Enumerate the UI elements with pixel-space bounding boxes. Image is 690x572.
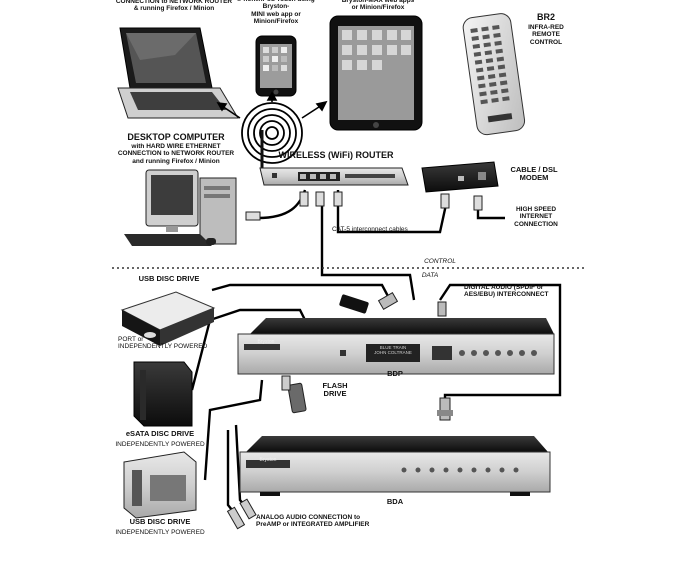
wifi-waves-icon bbox=[241, 102, 303, 164]
internet-label: HIGH SPEED INTERNET CONNECTION bbox=[514, 206, 558, 228]
cable-usb-bdp bbox=[211, 283, 392, 301]
bda-dac-image bbox=[239, 436, 551, 496]
ipad-image bbox=[329, 15, 423, 131]
iphone-image bbox=[255, 35, 297, 97]
coax-connector-image bbox=[437, 301, 453, 421]
usb-disc-drive-image bbox=[120, 291, 216, 346]
laptop-image bbox=[117, 27, 239, 119]
iphone-label: iPhone/iPod Touch using Bryston- MINI we… bbox=[237, 0, 315, 25]
port-note: PORT or INDEPENDENTLY POWERED bbox=[118, 336, 208, 351]
usb-drive-top-title: USB DISC DRIVE bbox=[138, 274, 200, 283]
bdp-label: BDP bbox=[387, 369, 403, 378]
bda-brand: Bryston bbox=[259, 457, 277, 463]
router-label: WIRELESS (WiFi) ROUTER bbox=[278, 150, 394, 160]
esata-subtitle: INDEPENDENTLY POWERED bbox=[115, 441, 205, 448]
usb-connector-image bbox=[339, 291, 399, 314]
data-label: DATA bbox=[421, 272, 439, 279]
desktop-subtitle: with HARD WIRE ETHERNET CONNECTION to NE… bbox=[117, 143, 235, 165]
cat5-label: CAT-5 interconnect cables bbox=[332, 226, 408, 233]
cable-desktop-router bbox=[257, 189, 307, 220]
bdp-display-text: BLUE TRAIN JOHN COLTRANE bbox=[374, 345, 412, 356]
ethernet-plugs bbox=[245, 191, 483, 221]
analog-audio-label: ANALOG AUDIO CONNECTION to PreAMP or INT… bbox=[256, 514, 370, 529]
bdp-brand: Bryston bbox=[257, 339, 275, 345]
desktop-title: DESKTOP COMPUTER bbox=[127, 132, 225, 142]
wifi-router-image bbox=[259, 130, 409, 186]
flash-drive-image bbox=[281, 375, 307, 414]
wifi-arrows bbox=[216, 91, 328, 119]
cable-router-bdp bbox=[320, 192, 416, 301]
digital-audio-label: DIGITAL AUDIO (SPDIF or AES/EBU) INTERCO… bbox=[464, 284, 549, 299]
ipad-label: Bryston-MAX web apps or Minion/Firefox bbox=[341, 0, 415, 12]
br2-subtitle: INFRA-RED REMOTE CONTROL bbox=[528, 24, 564, 46]
br2-title: BR2 bbox=[536, 12, 555, 22]
cable-router-modem bbox=[336, 190, 449, 234]
esata-disc-drive-image bbox=[133, 361, 193, 427]
control-label: CONTROL bbox=[424, 258, 456, 265]
bdp-player-image bbox=[237, 318, 555, 375]
bda-label: BDA bbox=[386, 497, 404, 506]
flash-drive-label: FLASH DRIVE bbox=[322, 381, 348, 399]
cable-esata-bdp bbox=[190, 308, 307, 391]
rca-plugs-image bbox=[226, 498, 257, 530]
remote-control-image bbox=[462, 13, 526, 136]
desktop-computer-image bbox=[124, 169, 237, 246]
cable-usb2-bdp bbox=[203, 379, 264, 481]
usb-drive-bottom-subtitle: INDEPENDENTLY POWERED bbox=[115, 529, 205, 536]
usb-disc-drive-2-image bbox=[123, 451, 197, 519]
usb-drive-bottom-title: USB DISC DRIVE bbox=[129, 517, 191, 526]
modem-label: CABLE / DSL MODEM bbox=[510, 165, 558, 183]
modem-image bbox=[421, 161, 499, 193]
esata-title: eSATA DISC DRIVE bbox=[125, 429, 195, 438]
laptop-label: CONNECTION to NETWORK ROUTER & running F… bbox=[115, 0, 233, 13]
